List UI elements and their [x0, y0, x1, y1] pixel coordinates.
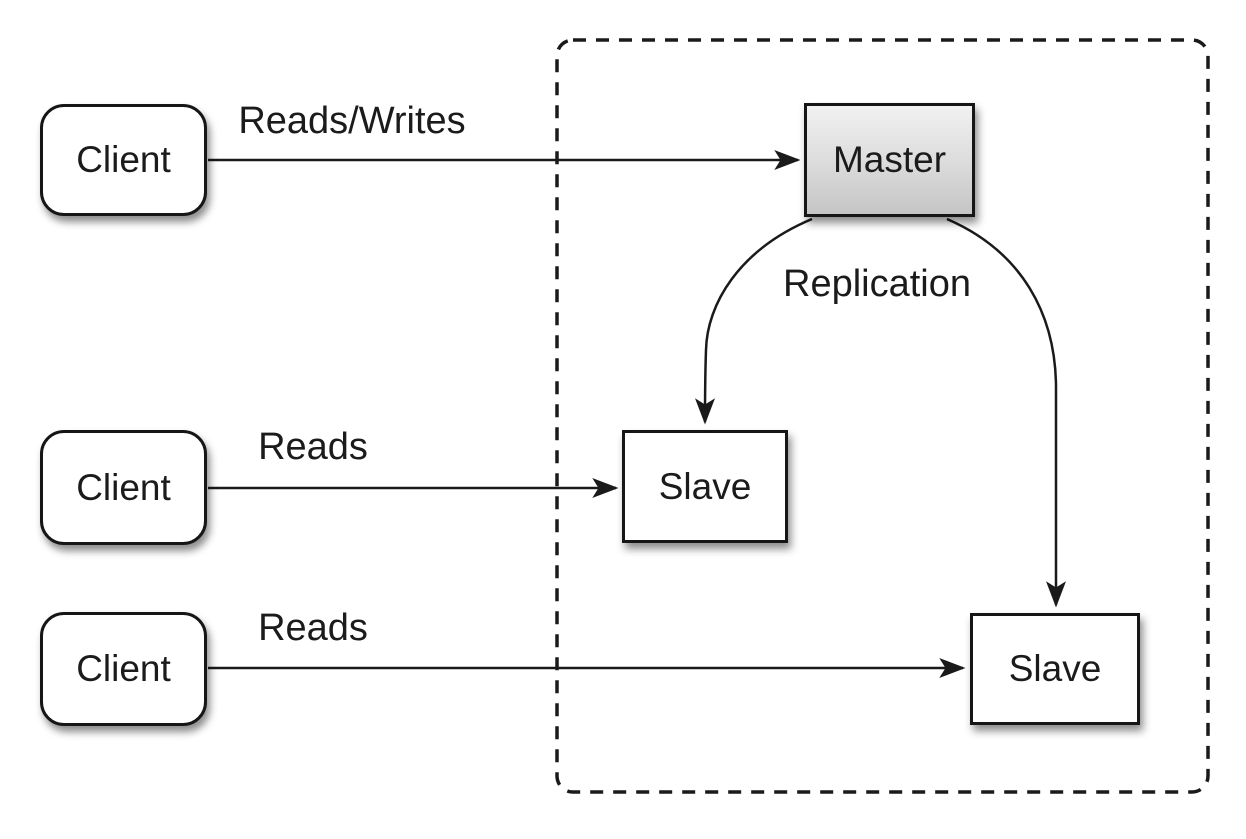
node-master: Master [804, 103, 975, 217]
node-client-2: Client [40, 430, 207, 545]
node-slave-1-label: Slave [658, 465, 752, 507]
node-client-3-label: Client [76, 648, 171, 689]
node-client-3: Client [40, 612, 207, 726]
node-client-2-label: Client [76, 466, 171, 508]
edge-label-replication: Replication [783, 263, 971, 305]
arrow-replication-to-slave2 [946, 217, 1066, 608]
edge-label-reads-writes: Reads/Writes [238, 100, 466, 142]
edge-label-reads-bottom: Reads [258, 607, 368, 649]
node-client-1-label: Client [76, 139, 171, 180]
edge-label-reads-middle: Reads [258, 426, 368, 468]
arrow-replication-to-slave1 [695, 217, 813, 425]
node-slave-1: Slave [622, 430, 788, 543]
node-master-label: Master [832, 139, 947, 180]
node-client-1: Client [40, 104, 207, 216]
node-slave-2: Slave [970, 613, 1140, 725]
replication-cluster-boundary [555, 38, 1210, 794]
node-slave-2-label: Slave [1008, 648, 1102, 689]
